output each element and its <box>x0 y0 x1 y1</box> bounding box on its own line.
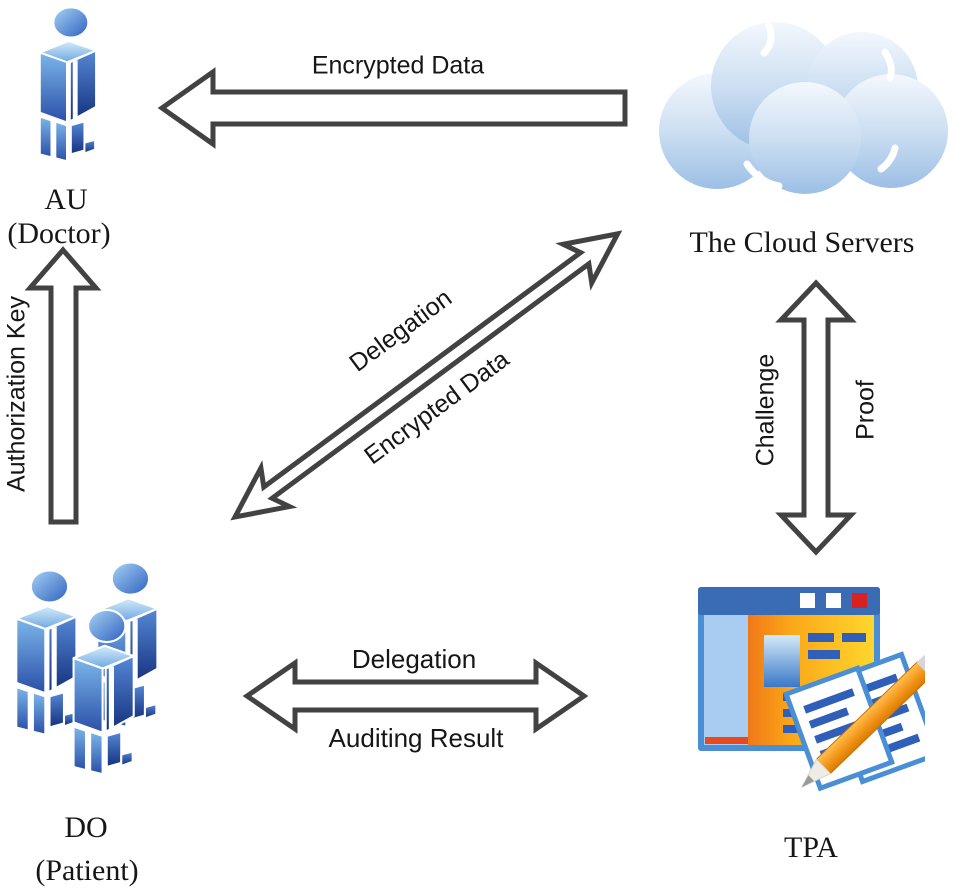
challenge-label: Challenge <box>751 353 780 467</box>
encrypted-data-label: Encrypted Data <box>311 51 485 80</box>
delegation-encrypted-data-arrow <box>230 230 623 521</box>
pencil-icon <box>800 652 925 789</box>
delegation-auditing-arrow <box>242 658 589 734</box>
audit-application-icon <box>698 587 925 792</box>
cloud-icon <box>659 22 948 194</box>
challenge-proof-arrow <box>775 279 857 556</box>
delegation-bottom-label: Delegation <box>351 644 477 674</box>
auditing-result-label: Auditing Result <box>328 723 504 753</box>
people-group-icon <box>15 561 159 776</box>
encrypted-data-arrow <box>157 67 628 149</box>
authorization-key-label: Authorization Key <box>2 296 31 492</box>
tpa-label: TPA <box>784 831 838 864</box>
proof-label: Proof <box>851 380 880 440</box>
au-label: AU <box>44 183 88 216</box>
au-sublabel: (Doctor) <box>7 217 111 250</box>
authorization-key-arrow <box>24 246 102 525</box>
cloud-label: The Cloud Servers <box>689 226 915 259</box>
do-label: DO <box>64 811 108 844</box>
person-icon <box>38 6 98 163</box>
do-sublabel: (Patient) <box>35 854 139 887</box>
